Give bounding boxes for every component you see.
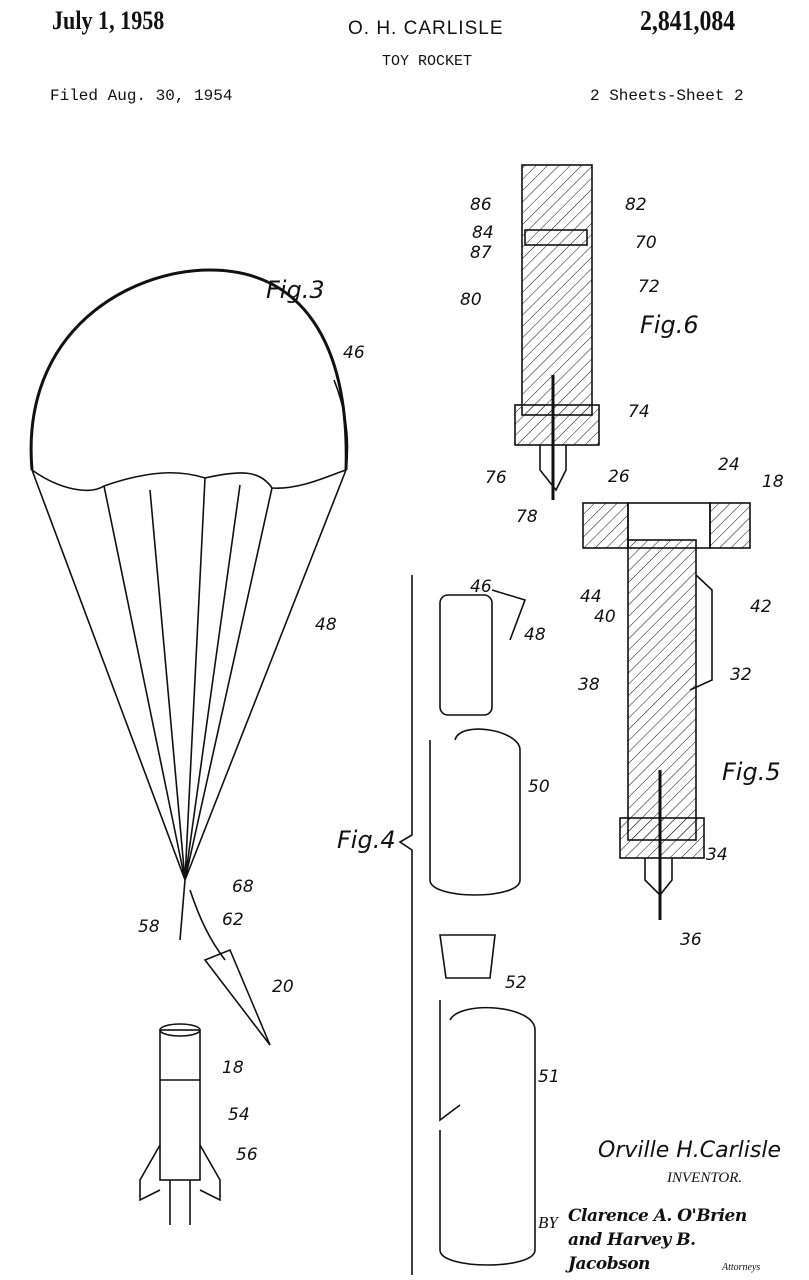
- ref-24: 24: [718, 455, 740, 475]
- ref-36: 36: [680, 930, 702, 950]
- ref-70: 70: [635, 233, 657, 253]
- fig6-label: Fig.6: [640, 311, 699, 339]
- ref-38: 38: [578, 675, 600, 695]
- ref-50: 50: [528, 777, 550, 797]
- fig5-label: Fig.5: [722, 758, 781, 786]
- ref-34: 34: [706, 845, 728, 865]
- ref-18-fig5: 18: [762, 472, 784, 492]
- inventor-header: O. H. CARLISLE: [348, 18, 504, 39]
- ref-44: 44: [580, 587, 602, 607]
- attorneys-label: Attorneys: [722, 1262, 761, 1273]
- fig4-label: Fig.4: [337, 826, 396, 854]
- ref-82: 82: [625, 195, 647, 215]
- ref-46: 46: [343, 343, 365, 363]
- ref-58: 58: [138, 917, 160, 937]
- fig6-cartridge: [514, 164, 600, 500]
- ref-62: 62: [222, 910, 244, 930]
- ref-40: 40: [594, 607, 616, 627]
- ref-68: 68: [232, 877, 254, 897]
- patent-title: TOY ROCKET: [382, 53, 473, 70]
- inventor-name: Orville H.Carlisle: [598, 1138, 782, 1163]
- fig3-label: Fig.3: [266, 276, 325, 304]
- ref-42: 42: [750, 597, 772, 617]
- by-label: BY: [538, 1213, 558, 1232]
- sheet-count: 2 Sheets-Sheet 2: [590, 87, 744, 105]
- inventor-label: INVENTOR.: [667, 1170, 743, 1186]
- patent-date: July 1, 1958: [52, 6, 165, 35]
- fig5-rocket-section: [582, 502, 751, 920]
- ref-76: 76: [485, 468, 507, 488]
- ref-46-fig4: 46: [470, 577, 492, 597]
- ref-87: 87: [470, 243, 492, 263]
- ref-80: 80: [460, 290, 482, 310]
- ref-86: 86: [470, 195, 492, 215]
- ref-48-fig4: 48: [524, 625, 546, 645]
- fig3-parachute: [29, 268, 349, 1225]
- ref-26: 26: [608, 467, 630, 487]
- ref-74: 74: [628, 402, 650, 422]
- ref-18: 18: [222, 1058, 244, 1078]
- patent-number: 2,841,084: [640, 6, 736, 37]
- ref-52: 52: [505, 973, 527, 993]
- fig4-components: [398, 575, 536, 1275]
- ref-84: 84: [472, 223, 494, 243]
- ref-32: 32: [730, 665, 752, 685]
- attorney-signatures: Clarence A. O'Brien and Harvey B. Jacobs…: [568, 1206, 747, 1274]
- ref-51: 51: [538, 1067, 560, 1087]
- ref-20: 20: [272, 977, 294, 997]
- ref-72: 72: [638, 277, 660, 297]
- filed-date: Filed Aug. 30, 1954: [50, 87, 233, 105]
- ref-78: 78: [516, 507, 538, 527]
- ref-56: 56: [236, 1145, 258, 1165]
- ref-54: 54: [228, 1105, 250, 1125]
- ref-48: 48: [315, 615, 337, 635]
